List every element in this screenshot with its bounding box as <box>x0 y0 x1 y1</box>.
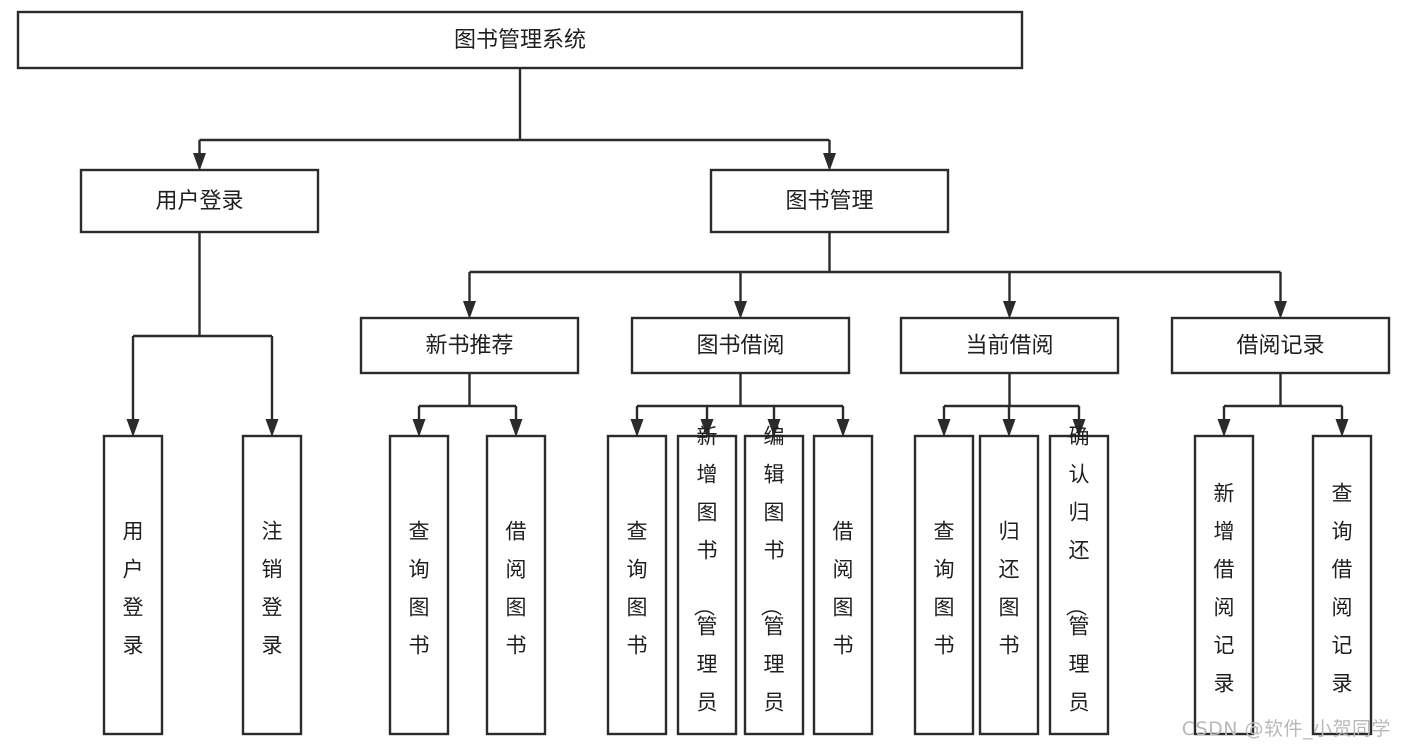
node-label: 编辑图书（管理员） <box>759 425 785 747</box>
arrow-head-icon <box>823 153 836 171</box>
node-box <box>1311 434 1373 736</box>
arrow-head-icon <box>937 419 951 437</box>
node-box <box>102 434 164 736</box>
node-records[interactable]: 借阅记录 <box>1170 316 1391 375</box>
node-leaf4[interactable]: 借阅图书 <box>485 434 547 736</box>
node-box <box>676 434 738 736</box>
node-login[interactable]: 用户登录 <box>79 168 320 234</box>
arrow-head-icon <box>412 419 426 437</box>
node-leaf5[interactable]: 查询图书 <box>606 434 668 736</box>
node-label: 图书管理 <box>785 189 873 214</box>
arrow-head-icon <box>1072 419 1086 437</box>
node-leaf6[interactable]: 新增图书（管理员） <box>676 425 738 747</box>
node-label: 查询图书 <box>627 520 648 658</box>
node-current[interactable]: 当前借阅 <box>899 316 1120 375</box>
arrow-head-icon <box>734 301 747 319</box>
node-box <box>743 434 805 736</box>
node-label: 用户登录 <box>123 520 144 658</box>
arrow-head-icon <box>767 419 781 437</box>
node-label: 借阅记录 <box>1236 334 1324 359</box>
node-box <box>606 434 668 736</box>
node-label: 借阅图书 <box>506 520 527 658</box>
node-label: 注销登录 <box>262 520 283 658</box>
edge-group-newrec <box>412 373 523 437</box>
arrow-head-icon <box>1217 419 1231 437</box>
node-label: 图书管理系统 <box>454 28 586 53</box>
edge-group-bookmgmt <box>463 232 1287 319</box>
node-leaf8[interactable]: 借阅图书 <box>812 434 874 736</box>
node-box <box>913 434 975 736</box>
node-box <box>709 168 950 234</box>
node-box <box>359 316 580 375</box>
node-leaf7[interactable]: 编辑图书（管理员） <box>743 425 805 747</box>
node-label: 查询借阅记录 <box>1332 482 1353 696</box>
arrow-head-icon <box>1335 419 1349 437</box>
arrow-head-icon <box>265 419 279 437</box>
arrow-head-icon <box>463 301 476 319</box>
node-label: 新增图书（管理员） <box>692 425 718 747</box>
node-label: 归还图书 <box>999 520 1020 658</box>
node-borrow[interactable]: 图书借阅 <box>630 316 851 375</box>
arrow-head-icon <box>126 419 140 437</box>
node-label: 当前借阅 <box>965 334 1053 359</box>
node-leaf12[interactable]: 新增借阅记录 <box>1193 434 1255 736</box>
node-label: 查询图书 <box>409 520 430 658</box>
node-box <box>241 434 303 736</box>
edge-group-login <box>126 232 279 437</box>
node-label: 图书借阅 <box>696 334 784 359</box>
node-box <box>812 434 874 736</box>
edge-group-borrow <box>630 373 850 437</box>
node-leaf1[interactable]: 用户登录 <box>102 434 164 736</box>
arrow-head-icon <box>1002 419 1016 437</box>
node-label: 查询图书 <box>934 520 955 658</box>
node-leaf2[interactable]: 注销登录 <box>241 434 303 736</box>
node-box <box>388 434 450 736</box>
node-newrec[interactable]: 新书推荐 <box>359 316 580 375</box>
arrow-head-icon <box>700 419 714 437</box>
node-box <box>1170 316 1391 375</box>
node-leaf9[interactable]: 查询图书 <box>913 434 975 736</box>
arrow-head-icon <box>509 419 523 437</box>
node-leaf10[interactable]: 归还图书 <box>978 434 1040 736</box>
node-box <box>485 434 547 736</box>
arrow-head-icon <box>836 419 850 437</box>
node-box <box>899 316 1120 375</box>
node-box <box>978 434 1040 736</box>
node-leaf11[interactable]: 确认归还（管理员） <box>1048 425 1110 747</box>
arrow-head-icon <box>630 419 644 437</box>
arrow-head-icon <box>1003 301 1016 319</box>
arrow-head-icon <box>1274 301 1287 319</box>
node-label: 确认归还（管理员） <box>1064 425 1090 747</box>
node-bookmgmt[interactable]: 图书管理 <box>709 168 950 234</box>
edge-group-root <box>193 68 836 171</box>
node-box <box>1048 434 1110 736</box>
node-box <box>630 316 851 375</box>
node-box <box>16 10 1024 70</box>
edge-group-records <box>1217 373 1349 437</box>
arrow-head-icon <box>193 153 206 171</box>
node-label: 借阅图书 <box>833 520 854 658</box>
edges-layer <box>126 68 1349 437</box>
node-root[interactable]: 图书管理系统 <box>16 10 1024 70</box>
node-label: 新增借阅记录 <box>1214 482 1235 696</box>
node-box <box>1193 434 1255 736</box>
node-leaf13[interactable]: 查询借阅记录 <box>1311 434 1373 736</box>
node-label: 用户登录 <box>155 189 243 214</box>
node-leaf3[interactable]: 查询图书 <box>388 434 450 736</box>
edge-group-current <box>937 373 1086 437</box>
node-label: 新书推荐 <box>425 334 513 359</box>
nodes-layer: 图书管理系统用户登录图书管理新书推荐图书借阅当前借阅借阅记录用户登录注销登录查询… <box>16 10 1391 747</box>
node-box <box>79 168 320 234</box>
